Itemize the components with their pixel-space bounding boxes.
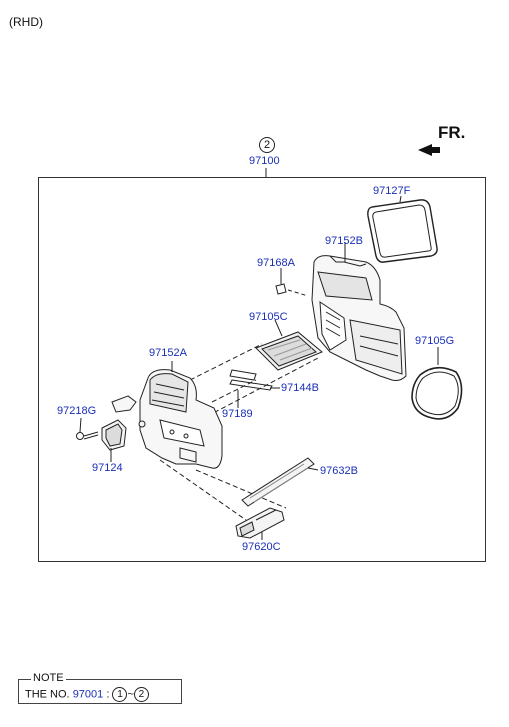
front-arrow-icon xyxy=(418,144,440,156)
front-direction-label: FR. xyxy=(438,123,466,142)
part-label-97124[interactable]: 97124 xyxy=(92,462,123,474)
seal-strip-97144B xyxy=(229,369,273,391)
note-part-number[interactable]: 97001 xyxy=(72,688,104,701)
actuator-97124 xyxy=(101,419,146,451)
note-range-end: 2 xyxy=(133,687,149,702)
part-label-97632B[interactable]: 97632B xyxy=(320,465,358,477)
part-label-97168A[interactable]: 97168A xyxy=(257,257,295,269)
clip-97168A xyxy=(275,283,287,295)
part-label-97218G[interactable]: 97218G xyxy=(57,405,97,417)
gasket-97127F xyxy=(367,199,438,263)
note-colon: : xyxy=(106,688,110,701)
note-title: NOTE xyxy=(31,672,66,684)
assembly-ref-circle: 2 xyxy=(259,137,275,153)
filter-strip-97632B xyxy=(241,457,315,507)
part-label-97152A[interactable]: 97152A xyxy=(149,347,187,359)
part-label-97105C[interactable]: 97105C xyxy=(249,311,288,323)
part-label-97189[interactable]: 97189 xyxy=(222,408,253,420)
note-tilde: ~ xyxy=(127,688,134,701)
sensor-97620C xyxy=(235,507,285,539)
part-label-97105G[interactable]: 97105G xyxy=(415,335,455,347)
screw-97218G xyxy=(76,431,99,440)
rhd-header: (RHD) xyxy=(9,15,43,29)
assembly-frame xyxy=(38,177,486,562)
air-filter-97105C xyxy=(255,331,323,371)
blower-case-97152B xyxy=(311,255,407,381)
part-label-97152B[interactable]: 97152B xyxy=(325,235,363,247)
note-box xyxy=(18,679,182,704)
assembly-guide-lines xyxy=(159,343,319,521)
gasket-ring-97105G xyxy=(411,366,463,420)
note-line: THE NO. 97001 : 1~2 xyxy=(25,687,149,702)
note-range-start: 1 xyxy=(112,687,128,702)
part-label-97127F[interactable]: 97127F xyxy=(373,185,411,197)
part-label-97144B[interactable]: 97144B xyxy=(281,382,319,394)
part-label-97620C[interactable]: 97620C xyxy=(242,541,281,553)
assembly-part-number[interactable]: 97100 xyxy=(249,155,280,167)
blower-case-97152A xyxy=(111,369,223,469)
note-prefix: THE NO. xyxy=(25,688,70,701)
